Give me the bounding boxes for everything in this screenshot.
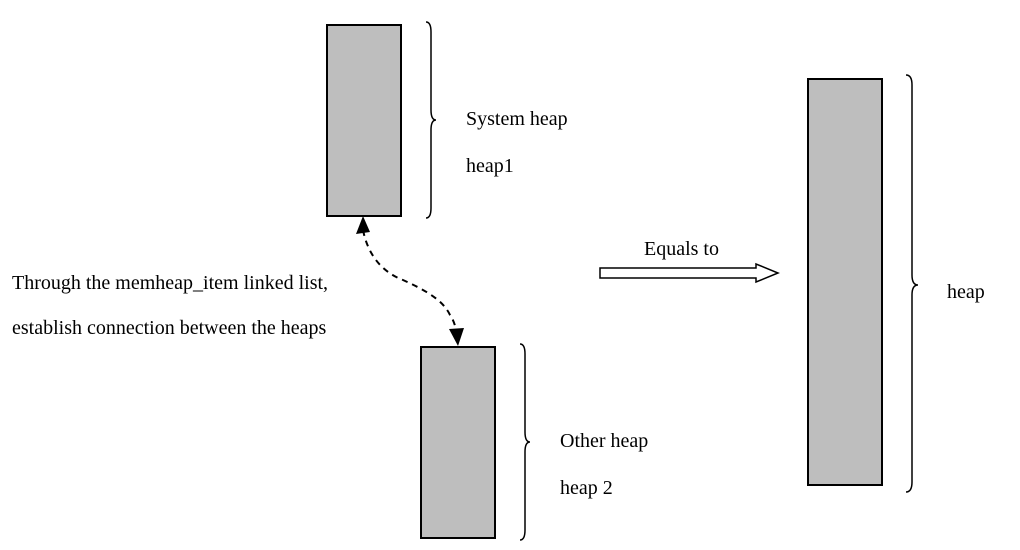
system-heap-brace (425, 21, 437, 219)
arrowhead-down-icon (449, 328, 464, 346)
combined-heap-brace (905, 74, 919, 493)
other-heap-block (420, 346, 496, 539)
other-heap-id-label: heap 2 (560, 477, 613, 499)
system-heap-id-label: heap1 (466, 155, 514, 177)
link-note-line-2: establish connection between the heaps (12, 317, 327, 339)
system-heap-label: System heap (466, 108, 568, 130)
system-heap-block (326, 24, 402, 217)
equals-label: Equals to (644, 238, 719, 260)
other-heap-label: Other heap (560, 430, 649, 452)
equals-arrow-icon (599, 262, 780, 284)
combined-heap-block (807, 78, 883, 486)
arrowhead-up-icon (356, 216, 370, 234)
combined-heap-label: heap (947, 281, 985, 303)
link-note-line-1: Through the memheap_item linked list, (12, 272, 329, 294)
other-heap-brace (519, 343, 531, 541)
linked-list-connection (362, 229, 458, 336)
